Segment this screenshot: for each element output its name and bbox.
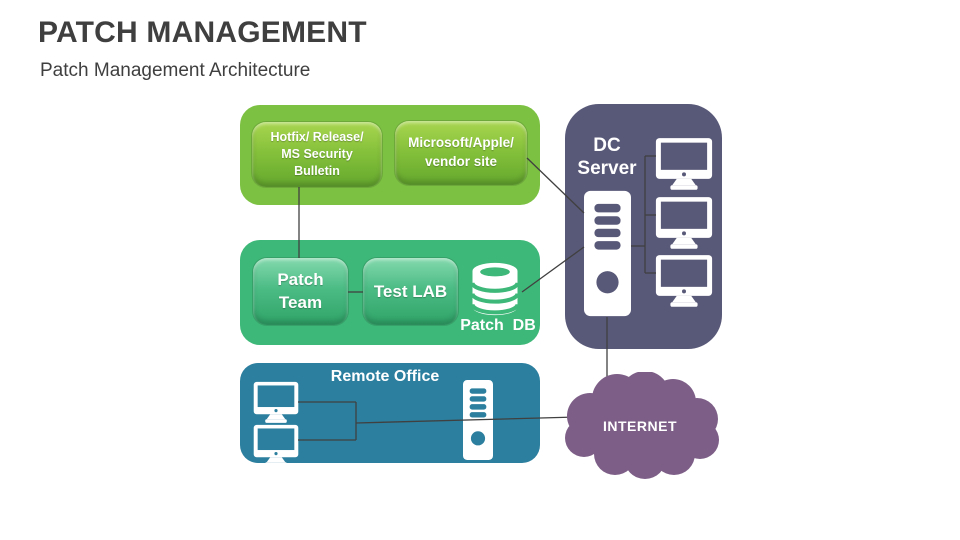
test-lab-node: Test LAB [363,258,458,325]
hotfix-release-label: Hotfix/ Release/ MS Security Bulletin [270,130,364,178]
dc-monitor-icon-1 [655,137,713,190]
internet-label: INTERNET [603,418,677,434]
vendor-site-node: Microsoft/Apple/ vendor site [395,121,527,185]
remote-monitor-icon-1 [253,381,299,423]
patch-team-node: Patch Team [253,258,348,325]
internet-cloud-icon [557,371,723,480]
remote-server-tower-icon [463,380,493,460]
database-icon [468,260,522,318]
dc-server-label: DC Server [577,135,637,180]
page-subtitle: Patch Management Architecture [40,60,311,81]
test-lab-label: Test LAB [373,281,448,301]
dc-server-tower-icon [584,190,631,317]
dc-monitor-icon-3 [655,254,713,307]
remote-monitor-icon-2 [253,424,299,466]
vendor-site-label: Microsoft/Apple/ vendor site [408,135,514,169]
patch-db-label: Patch DB [460,317,536,334]
patch-team-label: Patch Team [277,270,324,312]
dc-monitor-icon-2 [655,196,713,249]
hotfix-release-node: Hotfix/ Release/ MS Security Bulletin [252,122,382,187]
remote-office-label: Remote Office [330,368,440,385]
page-title: PATCH MANAGEMENT [38,16,367,49]
